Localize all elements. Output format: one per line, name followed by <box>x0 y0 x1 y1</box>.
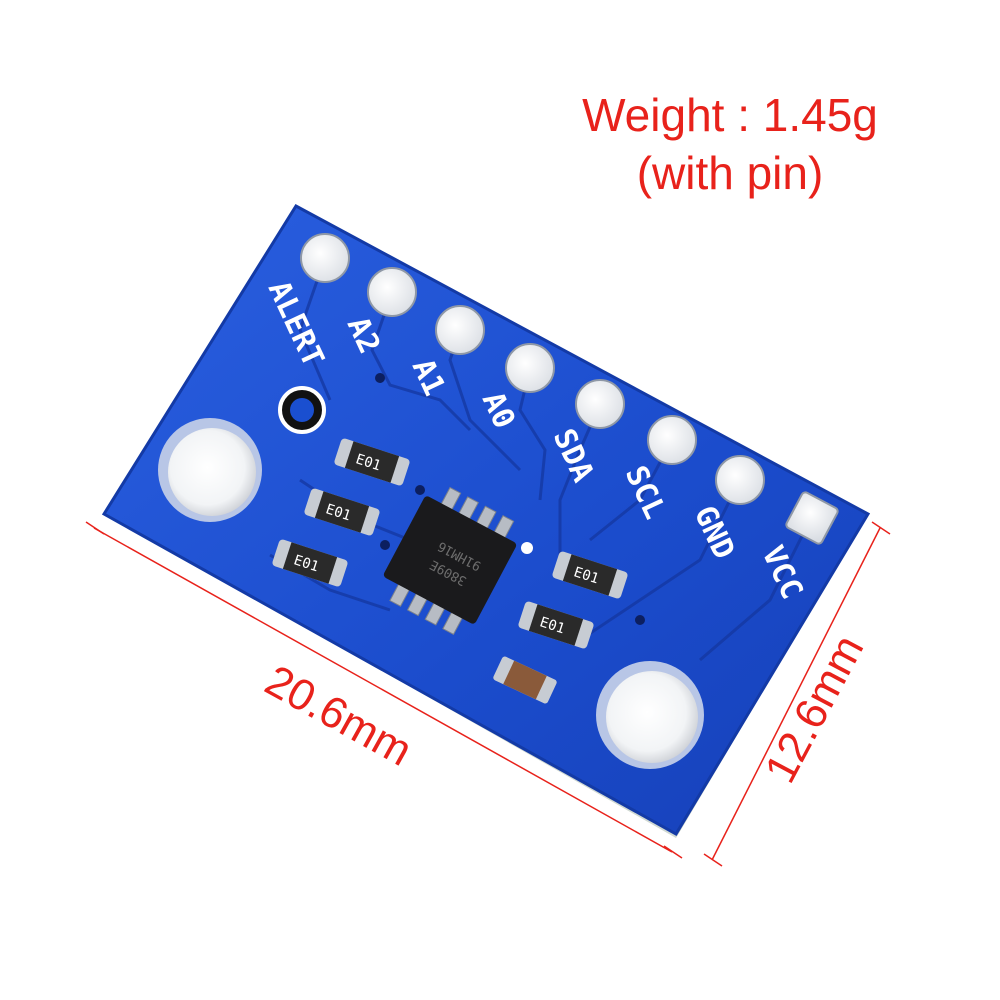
mounting-hole-left-inner <box>168 428 256 516</box>
pin-pad-gnd <box>715 455 765 505</box>
pin1-marker <box>278 386 326 434</box>
pin-pad-sda <box>575 379 625 429</box>
pin-pad-vcc <box>785 491 839 545</box>
resistor-r3-mark: E01 <box>292 552 321 575</box>
mounting-hole-right-inner <box>606 671 698 763</box>
capacitor <box>493 656 557 704</box>
resistor-r5-mark: E01 <box>538 614 567 637</box>
pin-pad-a1 <box>435 305 485 355</box>
resistor-r4: E01 <box>552 551 628 599</box>
dimension-length <box>85 521 683 859</box>
mounting-holes <box>158 418 704 769</box>
pin-header <box>300 233 839 545</box>
dimension-width <box>703 521 891 867</box>
resistor-r2: E01 <box>304 488 380 536</box>
resistor-r1-mark: E01 <box>354 451 383 474</box>
ic-chip: 91HM16 3809E <box>383 486 517 636</box>
resistor-r2-mark: E01 <box>324 501 353 524</box>
pin-pad-scl <box>647 415 697 465</box>
vias <box>375 373 645 625</box>
pin-pad-a0 <box>505 343 555 393</box>
resistor-r4-mark: E01 <box>572 564 601 587</box>
resistor-r1: E01 <box>334 438 410 486</box>
pin-pad-a2 <box>367 267 417 317</box>
weight-caption: Weight : 1.45g <box>582 89 878 141</box>
resistor-r3: E01 <box>272 539 348 587</box>
resistor-r5: E01 <box>518 601 594 649</box>
pin-pad-alert <box>300 233 350 283</box>
weight-note: (with pin) <box>636 147 824 199</box>
